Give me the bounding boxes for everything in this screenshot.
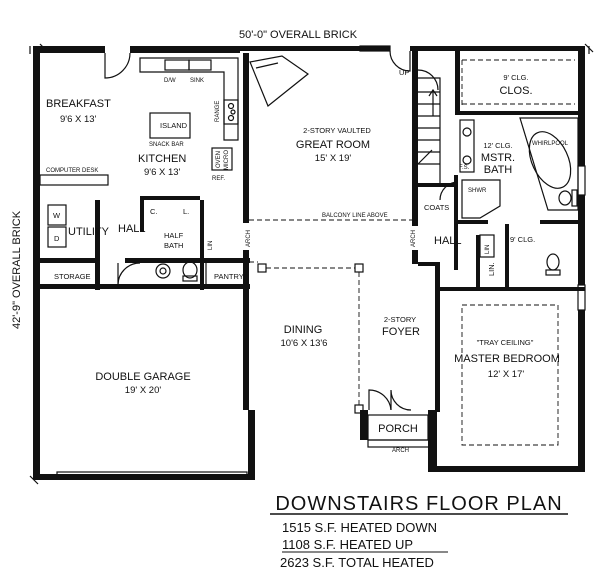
great-room-size: 15' X 19' (315, 153, 352, 164)
porch (367, 414, 431, 448)
closet-c-label: C. (150, 207, 158, 216)
dishwasher-label: D/W (164, 78, 176, 84)
double-garage-label: DOUBLE GARAGE (95, 371, 190, 383)
exterior-walls (33, 46, 585, 480)
master-bath-note: 12' CLG. (483, 141, 512, 150)
snack-bar-label: SNACK BAR (149, 142, 184, 148)
master-bedroom-size: 12' X 17' (488, 369, 525, 380)
stat-heated-down: 1515 S.F. HEATED DOWN (282, 520, 437, 535)
closet-l-label: L. (183, 207, 189, 216)
stat-heated-up: 1108 S.F. HEATED UP (282, 537, 413, 552)
master-bedroom-label: MASTER BEDROOM (454, 353, 560, 365)
closet-shelf (461, 59, 575, 108)
breakfast-label: BREAKFAST (46, 98, 111, 110)
micro-label: MICRO (224, 150, 230, 170)
dining-label: DINING (284, 324, 323, 336)
fireplace (249, 55, 310, 107)
foyer-note: 2-STORY (384, 315, 416, 324)
fs-label: F.S. (459, 165, 470, 171)
master-bath-sinks (459, 119, 475, 173)
kitchen-counters (139, 57, 239, 171)
washer-dryer (47, 204, 67, 248)
dryer-label: D (54, 234, 60, 243)
linen-label: LIN. (487, 262, 496, 276)
utility-label: UTILITY (68, 226, 110, 238)
kitchen-size: 9'6 X 13' (144, 167, 181, 178)
dining-size: 10'6 X 13'6 (281, 338, 328, 349)
linen-small-label: LIN (208, 241, 214, 250)
right-arch-label: ARCH (411, 230, 417, 247)
staircase (417, 77, 441, 183)
plan-title: DOWNSTAIRS FLOOR PLAN (275, 493, 562, 515)
closet-9ft-label: 9' CLG. (510, 235, 535, 244)
range-burners (227, 102, 236, 122)
linen-closet (479, 234, 495, 258)
top-overall-dimension: 50'-0" OVERALL BRICK (239, 29, 358, 41)
half-bath-label-line1: HALF (164, 231, 184, 240)
east-hall-label: HALL (434, 235, 462, 247)
shower-label: SHWR (468, 188, 487, 194)
master-toilet (558, 189, 578, 207)
computer-desk-label: COMPUTER DESK (46, 168, 98, 174)
linen-closet-shelf-label: LIN (485, 245, 491, 254)
top-closet-label: CLOS. (499, 85, 532, 97)
coats-label: COATS (424, 203, 449, 212)
garage-door (56, 471, 248, 477)
refrigerator-label: REF. (212, 176, 225, 182)
left-arch-label: ARCH (246, 230, 252, 247)
range-label: RANGE (215, 101, 221, 122)
pantry-label: PANTRY (214, 272, 244, 281)
west-hall-label: HALL (118, 223, 146, 235)
kitchen-label: KITCHEN (138, 153, 186, 165)
half-bath-fixtures (155, 261, 198, 282)
windows (359, 45, 586, 311)
balcony-label: BALCONY LINE ABOVE (322, 213, 388, 219)
double-garage-size: 19' X 20' (125, 385, 162, 396)
dining-columns (249, 261, 364, 414)
door-swings (104, 50, 459, 411)
sink-label: SINK (190, 78, 204, 84)
great-room-label: GREAT ROOM (296, 139, 370, 151)
breakfast-size: 9'6 X 13' (60, 114, 97, 125)
side-overall-dimension: 42'-9" OVERALL BRICK (11, 210, 23, 329)
washer-label: W (53, 211, 61, 220)
stair-up-label: UP (399, 68, 409, 77)
interior-walls (40, 46, 585, 412)
porch-arch-label: ARCH (392, 448, 409, 454)
storage-label: STORAGE (54, 272, 91, 281)
master-bath-label-line1: MSTR. (481, 152, 515, 164)
top-closet-note: 9' CLG. (503, 73, 528, 82)
stat-total-heated: 2623 S.F. TOTAL HEATED (280, 555, 434, 570)
wc-toilet (545, 253, 561, 276)
half-bath-label-line2: BATH (164, 241, 183, 250)
whirlpool-tub (519, 117, 579, 211)
porch-label: PORCH (378, 423, 418, 435)
foyer-label: FOYER (382, 326, 420, 338)
whirlpool-label: WHIRLPOOL (532, 141, 569, 147)
master-bath-label-line2: BATH (484, 164, 513, 176)
computer-desk (39, 174, 109, 186)
island-label: ISLAND (160, 121, 188, 130)
oven-label: OVEN (216, 151, 222, 168)
great-room-note: 2-STORY VAULTED (303, 126, 371, 135)
tray-ceiling (461, 304, 559, 446)
tray-ceiling-note: "TRAY CEILING" (477, 338, 534, 347)
shower (461, 179, 501, 219)
